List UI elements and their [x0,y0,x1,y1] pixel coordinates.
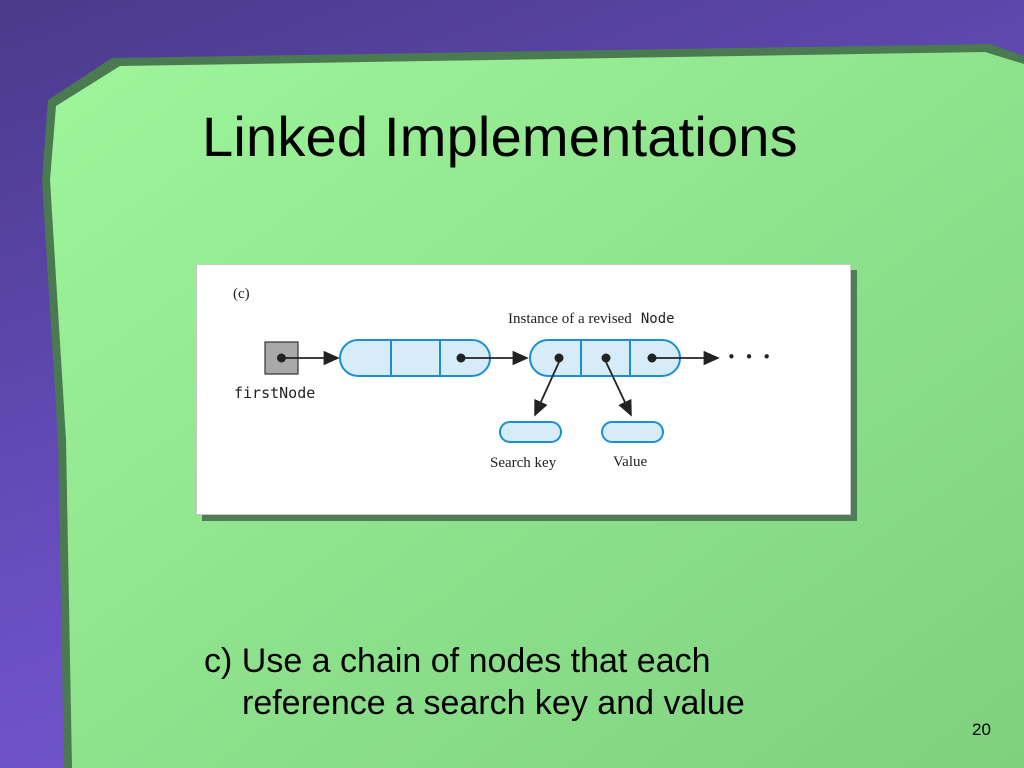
chain-ellipsis: • • • [727,348,773,366]
panel-label: (c) [233,286,250,302]
slide-title: Linked Implementations [202,105,798,168]
caption-line-2: reference a search key and value [242,684,745,722]
linked-chain-figure: (c) Instance of a revised Node firstNode… [196,264,851,515]
slide-caption: c) Use a chain of nodes that each refere… [204,640,904,724]
page-number: 20 [972,720,991,739]
chain-node-2-key-dot [554,353,564,363]
instance-label-prefix: Instance of a revised [508,311,632,327]
search-key-arrow [534,361,560,417]
instance-label: Instance of a revised Node [508,310,675,327]
value-object [601,421,664,443]
value-label: Value [613,454,647,470]
caption-line-1: c) Use a chain of nodes that each [204,642,711,680]
search-key-label: Search key [490,455,557,471]
value-arrow [605,361,632,417]
instance-label-code: Node [641,311,675,327]
search-key-object [499,421,562,443]
chain-node-2-next-dot [647,353,657,363]
chain-node-2-value-dot [601,353,611,363]
first-node-pointer-dot [277,353,286,363]
chain-node-1-next-dot [456,353,466,363]
first-node-label: firstNode [234,384,315,402]
